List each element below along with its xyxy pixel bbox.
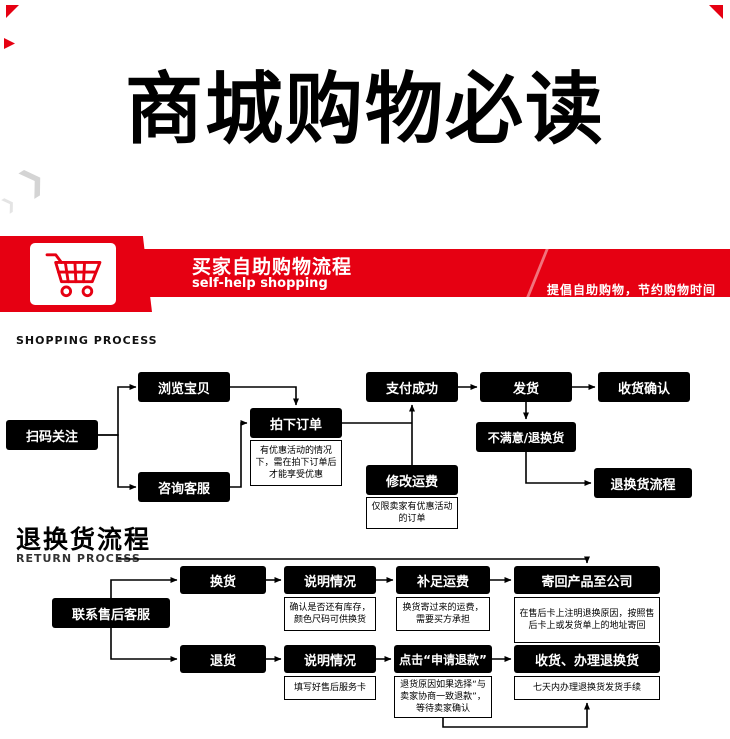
red-arrow-decor-left (4, 38, 15, 49)
flow-node-explain-exchange: 说明情况 (284, 566, 376, 594)
flow-node-confirm-receipt: 收货确认 (598, 372, 690, 402)
banner-band (140, 249, 730, 297)
flow-node-unsatisfied-return: 不满意/退换货 (476, 422, 576, 452)
flow-node-scan-code: 扫码关注 (6, 420, 98, 450)
gray-chevron-decor: ❯ (12, 159, 53, 203)
gray-chevron-decor-small: ❯ (0, 191, 20, 216)
flow-note-explain-return: 填写好售后服务卡 (284, 676, 376, 700)
page-title: 商城购物必读 (124, 65, 605, 155)
banner-slogan: 提倡自助购物，节约购物时间 (546, 283, 716, 297)
flow-node-return-goods: 退货 (180, 645, 266, 673)
flow-note-modify-freight: 仅限卖家有优惠活动的订单 (366, 497, 458, 529)
flow-node-receive-process: 收货、办理退换货 (514, 645, 660, 673)
flow-node-exchange: 换货 (180, 566, 266, 594)
red-corner-decor-top-right (709, 5, 723, 19)
flow-node-pay-success: 支付成功 (366, 372, 458, 402)
return-process-title: 退换货流程 (16, 525, 152, 554)
flow-note-place-order: 有优惠活动的情况下，需在拍下订单后才能享受优惠 (250, 440, 342, 486)
shopping-process-label: SHOPPING PROCESS (16, 334, 158, 347)
return-process-label: RETURN PROCESS (16, 552, 141, 565)
flow-node-ship: 发货 (480, 372, 572, 402)
flow-note-makeup-freight: 换货寄过来的运费，需要买方承担 (396, 597, 490, 631)
shopping-cart-icon (30, 243, 116, 305)
flow-node-explain-return: 说明情况 (284, 645, 376, 673)
flow-note-receive-process: 七天内办理退换货发货手续 (514, 676, 660, 700)
flow-node-makeup-freight: 补足运费 (396, 566, 490, 594)
banner-subtitle: self-help shopping (192, 276, 328, 291)
flow-node-return-flow-entry: 退换货流程 (594, 468, 692, 498)
flow-note-send-back: 在售后卡上注明退换原因，按照售后卡上或发货单上的地址寄回 (514, 597, 660, 643)
flow-note-apply-refund: 退货原因如果选择“与卖家协商一致退款”，等待卖家确认 (394, 676, 492, 718)
flow-node-consult-service: 咨询客服 (138, 472, 230, 502)
flow-node-place-order: 拍下订单 (250, 408, 342, 438)
flow-node-browse-items: 浏览宝贝 (138, 372, 230, 402)
flow-node-modify-freight: 修改运费 (366, 465, 458, 495)
flow-note-explain-exchange: 确认是否还有库存，颜色尺码可供换货 (284, 597, 376, 631)
flow-node-apply-refund: 点击“申请退款” (394, 645, 492, 673)
flow-node-send-back: 寄回产品至公司 (514, 566, 660, 594)
red-corner-decor-top-left (6, 5, 19, 18)
banner-title: 买家自助购物流程 (192, 256, 353, 278)
flow-node-contact-aftersales: 联系售后客服 (52, 598, 170, 628)
